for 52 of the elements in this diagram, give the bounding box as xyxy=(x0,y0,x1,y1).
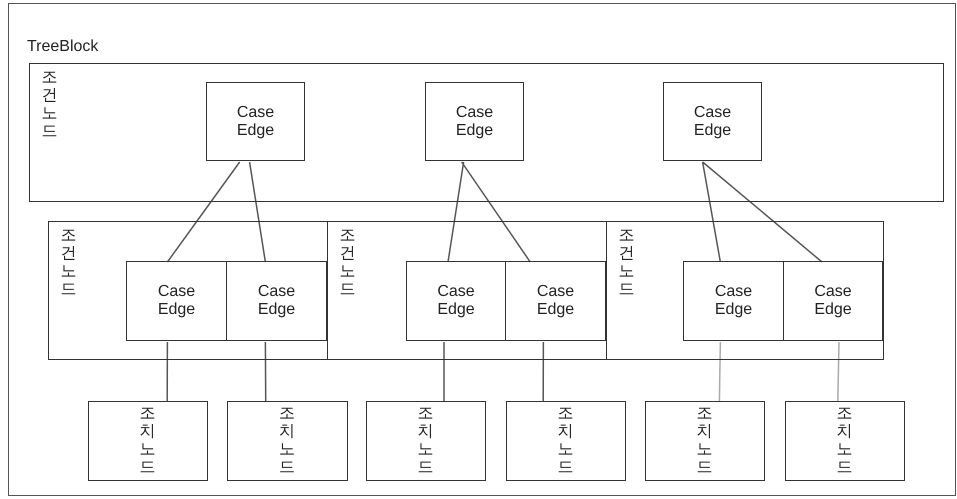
case-edge-box xyxy=(226,261,327,341)
box-label: 조치 노드 xyxy=(279,404,295,476)
connector-line xyxy=(542,342,544,401)
action-node-box xyxy=(784,400,904,480)
action-node-box xyxy=(644,400,764,480)
case-edge-box xyxy=(206,82,305,161)
box-label: Case Edge xyxy=(236,104,274,140)
node-label: 조건 노드 xyxy=(42,68,58,140)
connector-line xyxy=(718,342,722,402)
box-label: 조치 노드 xyxy=(696,404,712,476)
box-label: Case Edge xyxy=(158,283,196,319)
connector-line xyxy=(248,162,266,262)
box-label: Case Edge xyxy=(437,283,475,319)
connector-line xyxy=(443,342,445,401)
connector-line xyxy=(702,162,722,262)
connector-line xyxy=(837,342,840,402)
case-edge-box xyxy=(425,82,524,161)
case-edge-box xyxy=(783,261,883,341)
case-edge-box xyxy=(663,82,762,161)
action-node-box xyxy=(226,400,348,480)
condition-node-box xyxy=(606,220,884,360)
action-node-box xyxy=(506,400,626,480)
box-label: Case Edge xyxy=(814,283,852,319)
box-label: Case Edge xyxy=(714,283,752,319)
connector-line xyxy=(702,161,822,263)
box-label: Case Edge xyxy=(258,283,296,319)
box-label: 조치 노드 xyxy=(140,404,156,476)
block-title: TreeBlock xyxy=(27,38,98,56)
condition-node-box xyxy=(28,62,944,202)
case-edge-box xyxy=(505,261,606,341)
tree-block-frame xyxy=(8,3,956,496)
case-edge-box xyxy=(683,261,784,341)
connector-line xyxy=(447,162,464,262)
action-node-box xyxy=(88,400,208,480)
node-label: 조건 노드 xyxy=(60,226,76,298)
action-node-box xyxy=(366,400,486,480)
connector-line xyxy=(166,162,240,262)
box-label: 조치 노드 xyxy=(558,404,574,476)
box-label: Case Edge xyxy=(536,283,574,319)
case-edge-box xyxy=(126,261,227,341)
box-label: 조치 노드 xyxy=(418,404,434,476)
connector-line xyxy=(166,342,168,401)
connector-line xyxy=(461,162,531,262)
box-label: Case Edge xyxy=(694,104,732,140)
box-label: 조치 노드 xyxy=(836,404,852,476)
node-label: 조건 노드 xyxy=(618,226,634,298)
node-label: 조건 노드 xyxy=(340,226,356,298)
box-label: Case Edge xyxy=(456,104,494,140)
connector-line xyxy=(264,342,266,401)
condition-node-box xyxy=(48,220,328,360)
case-edge-box xyxy=(406,261,506,341)
condition-node-box xyxy=(326,220,606,360)
